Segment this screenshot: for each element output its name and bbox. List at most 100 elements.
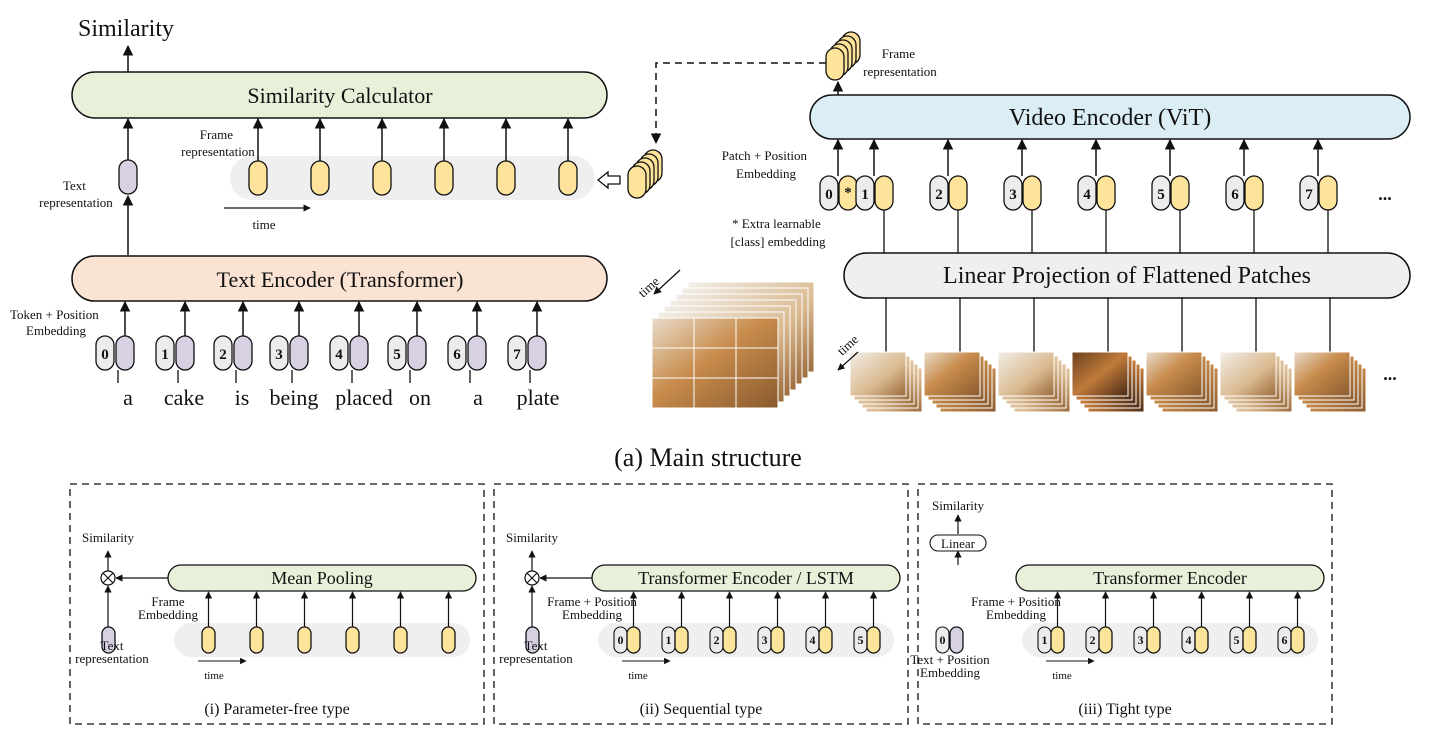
patch-index-digit: 5 <box>1157 187 1165 203</box>
token-index-pill <box>155 335 175 371</box>
token-embedding-pill <box>467 335 487 371</box>
panel-frame-band <box>1022 623 1318 657</box>
panel-linear-box <box>929 534 987 552</box>
stacked-frame <box>825 47 845 81</box>
panel-text-label-line-1: Text <box>525 638 548 653</box>
linear-projection-box <box>843 252 1411 299</box>
panel-main-box-label: Mean Pooling <box>271 568 373 588</box>
panel-frame-token <box>818 626 833 654</box>
panel-index-digit: 6 <box>1282 633 1288 647</box>
frame-token <box>558 160 578 196</box>
patch-index-pill <box>1077 175 1097 211</box>
caption-word: being <box>270 385 319 410</box>
token-index-digit: 6 <box>453 347 461 363</box>
patch-index-digit: 6 <box>1231 187 1239 203</box>
frame-token <box>496 160 516 196</box>
patch-index-pill <box>1151 175 1171 211</box>
patch-index-digit: 4 <box>1083 187 1091 203</box>
panel-frame-token <box>393 626 408 654</box>
token-index-digit: 0 <box>101 347 109 363</box>
text-encoder-label: Text Encoder (Transformer) <box>217 267 464 292</box>
token-index-digit: 7 <box>513 347 521 363</box>
panel-index-digit: 2 <box>1090 633 1096 647</box>
patch-position-label: Patch + Position Embedding <box>722 148 811 181</box>
frame-representation-band <box>230 156 595 200</box>
video-encoder-box <box>809 94 1411 140</box>
stacked-frame <box>627 165 647 199</box>
video-frame-representation-line-2: representation <box>863 64 937 79</box>
panel-text-token <box>949 626 964 654</box>
panel-text-label-line-2: representation <box>499 651 573 666</box>
patch-embedding-pill <box>1318 175 1338 211</box>
token-index-pill <box>95 335 115 371</box>
patch-image <box>1145 351 1203 397</box>
panel-frame-token <box>1290 626 1305 654</box>
panel-frame-token <box>345 626 360 654</box>
panel-index-digit: 1 <box>666 633 672 647</box>
panel-index-digit: 0 <box>618 633 624 647</box>
extra-learnable-line-2: [class] embedding <box>731 234 826 249</box>
patch-image-ellipsis: ... <box>1383 364 1397 384</box>
panel-text-label-line-1: Text <box>101 638 124 653</box>
panel-frame-token <box>1242 626 1257 654</box>
video-clip-image: time <box>635 269 815 409</box>
caption-word: placed <box>335 385 392 410</box>
panel-main-box-label: Transformer Encoder <box>1093 568 1247 588</box>
caption-word: a <box>473 385 483 410</box>
video-frame-representation-line-1: Frame <box>882 46 915 61</box>
panel-index-digit: 5 <box>1234 633 1240 647</box>
token-index-pill <box>329 335 349 371</box>
patch-index-pill <box>929 175 949 211</box>
panel-text-index-digit: 0 <box>940 633 946 647</box>
patch-index-pill <box>819 175 839 211</box>
panel-time-label: time <box>204 670 224 682</box>
panel-caption: (ii) Sequential type <box>640 701 763 718</box>
similarity-output-label: Similarity <box>78 16 174 42</box>
panel-frame-token <box>866 626 881 654</box>
panel-text-label-line-2: Embedding <box>920 665 980 680</box>
patch-image-row: time <box>834 298 1367 413</box>
caption-word: is <box>235 385 250 410</box>
panel-index-digit: 5 <box>858 633 864 647</box>
text-representation-line-2: representation <box>39 195 113 210</box>
text-representation-token <box>118 159 138 195</box>
token-embedding-pill <box>407 335 427 371</box>
main-structure-caption: (a) Main structure <box>614 443 802 472</box>
panel-index-digit: 2 <box>714 633 720 647</box>
linear-projection-label: Linear Projection of Flattened Patches <box>943 263 1311 289</box>
video-encoder-label: Video Encoder (ViT) <box>1009 105 1211 131</box>
panel-text-label-line-2: representation <box>75 651 149 666</box>
panel-frame-token <box>441 626 456 654</box>
frame-representation-line-2: representation <box>181 144 255 159</box>
panel-time-label: time <box>628 670 648 682</box>
patch-index-digit: 0 <box>825 187 833 203</box>
panel-main-box-label: Transformer Encoder / LSTM <box>638 568 854 588</box>
patch-image <box>849 351 907 397</box>
frame-stack-icon <box>627 149 663 199</box>
panel-text-index-pill <box>935 626 950 654</box>
token-position-label: Token + Position Embedding <box>10 307 102 338</box>
panel-similarity-label: Similarity <box>932 498 985 513</box>
panel-text-label-line-1: Text + Position <box>910 652 990 667</box>
panel-frame-token <box>1098 626 1113 654</box>
patch-index-pill <box>1003 175 1023 211</box>
panel-multiply-icon-cross <box>526 572 538 584</box>
panel-frame-label-line-1: Frame + Position <box>971 594 1061 609</box>
panel-frame-token <box>1050 626 1065 654</box>
patch-index-digit: 7 <box>1305 187 1313 203</box>
text-representation-label: Text representation <box>39 178 113 210</box>
panel-caption: (iii) Tight type <box>1078 701 1171 718</box>
token-index-digit: 3 <box>275 347 283 363</box>
frame-representation-line-1: Frame <box>200 127 233 142</box>
caption-word: plate <box>517 385 560 410</box>
patch-time-arrow <box>837 351 859 371</box>
similarity-calculator-box <box>71 71 608 119</box>
patch-embedding-pill <box>1244 175 1264 211</box>
token-index-pill <box>447 335 467 371</box>
